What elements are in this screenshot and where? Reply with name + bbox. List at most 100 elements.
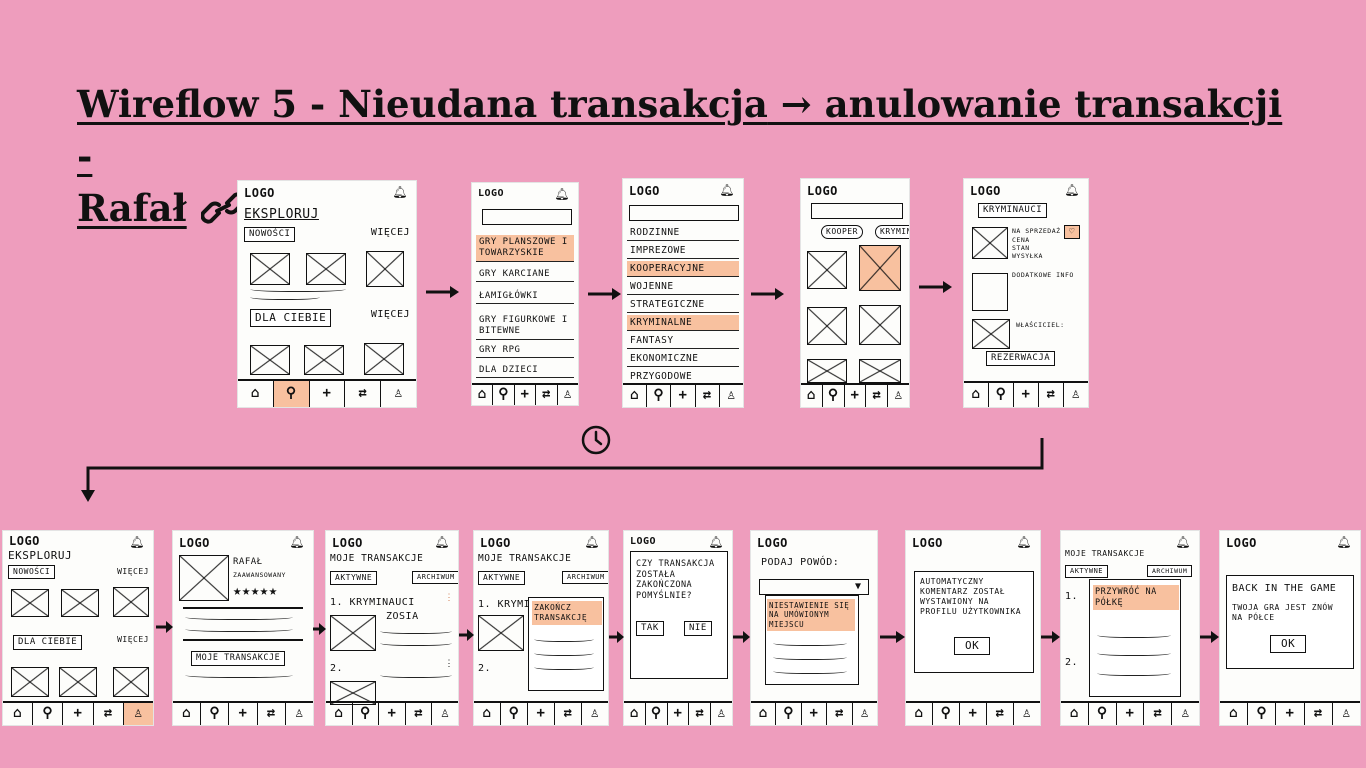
more-link[interactable]: WIĘCEJ — [117, 567, 149, 576]
plus-icon[interactable]: + — [515, 385, 537, 405]
swap-arrows-icon[interactable]: ⇄ — [555, 703, 582, 725]
home-icon[interactable]: ⌂ — [801, 385, 823, 407]
search-icon[interactable]: ⚲ — [776, 703, 802, 725]
reason-select[interactable] — [759, 579, 869, 595]
ok-button[interactable]: OK — [954, 637, 991, 655]
swap-arrows-icon[interactable]: ⇄ — [689, 703, 712, 725]
new-tab[interactable]: NOWOŚCI — [8, 565, 56, 579]
profile-icon[interactable]: ♙ — [717, 705, 727, 722]
image-placeholder-selected[interactable] — [859, 245, 901, 291]
tab-archive[interactable]: ARCHIWUM — [1147, 565, 1193, 578]
swap-arrows-icon[interactable]: ⇄ — [536, 385, 558, 405]
tab-active[interactable]: AKTYWNE — [1065, 565, 1109, 578]
swap-arrows-icon[interactable]: ⇄ — [258, 703, 286, 725]
search-icon[interactable]: ⚲ — [1089, 703, 1117, 725]
genre-item[interactable]: STRATEGICZNE — [627, 297, 739, 313]
swap-arrows-icon[interactable]: ⇄ — [345, 381, 382, 407]
profile-icon[interactable]: ♙ — [894, 387, 904, 404]
profile-icon[interactable]: ♙ — [1071, 386, 1081, 403]
tab-active[interactable]: AKTYWNE — [478, 571, 526, 585]
category-item[interactable]: GRY KARCIANE — [476, 267, 574, 283]
filter-chip[interactable]: KRYMIN — [875, 225, 909, 239]
home-icon[interactable]: ⌂ — [238, 381, 274, 407]
profile-icon[interactable]: ♙ — [294, 705, 304, 722]
restore-option[interactable]: PRZYWRÓĆ NA PÓŁKĘ — [1093, 585, 1179, 611]
plus-icon[interactable]: + — [802, 703, 828, 725]
no-button[interactable]: NIE — [684, 621, 712, 637]
category-item[interactable]: GRY RPG — [476, 343, 574, 359]
swap-arrows-icon[interactable]: ⇄ — [827, 703, 853, 725]
genre-item[interactable]: WOJENNE — [627, 279, 739, 295]
tab-active[interactable]: AKTYWNE — [330, 571, 378, 585]
more-options-icon[interactable]: ⋮ — [444, 659, 454, 669]
home-icon[interactable]: ⌂ — [326, 703, 353, 725]
plus-icon[interactable]: + — [1276, 703, 1305, 725]
home-icon[interactable]: ⌂ — [624, 703, 646, 725]
swap-arrows-icon[interactable]: ⇄ — [987, 703, 1014, 725]
swap-arrows-icon[interactable]: ⇄ — [696, 385, 720, 407]
search-icon[interactable]: ⚲ — [646, 703, 668, 725]
home-icon[interactable]: ⌂ — [1220, 703, 1249, 725]
genre-item[interactable]: RODZINNE — [627, 225, 739, 241]
profile-icon[interactable]: ♙ — [860, 705, 870, 722]
swap-arrows-icon[interactable]: ⇄ — [1039, 383, 1064, 407]
profile-icon[interactable]: ♙ — [1181, 705, 1191, 722]
home-icon[interactable]: ⌂ — [3, 703, 34, 725]
more-link[interactable]: WIĘCEJ — [370, 227, 410, 238]
home-icon[interactable]: ⌂ — [906, 703, 933, 725]
plus-icon[interactable]: + — [845, 385, 867, 407]
plus-icon[interactable]: + — [379, 703, 406, 725]
filter-chip[interactable]: KOOPER — [821, 225, 863, 239]
reserve-button[interactable]: REZERWACJA — [986, 351, 1056, 367]
my-transactions-button[interactable]: MOJE TRANSAKCJE — [191, 651, 286, 666]
search-icon[interactable]: ⚲ — [933, 703, 960, 725]
plus-icon[interactable]: + — [63, 703, 94, 725]
genre-item[interactable]: EKONOMICZNE — [627, 351, 739, 367]
genre-item[interactable]: KOOPERACYJNE — [627, 261, 739, 277]
home-icon[interactable]: ⌂ — [751, 703, 777, 725]
more-link[interactable]: WIĘCEJ — [370, 309, 410, 320]
tab-archive[interactable]: ARCHIWUM — [412, 571, 458, 584]
category-item[interactable]: ŁAMIGŁÓWKI — [476, 289, 574, 305]
profile-icon[interactable]: ♙ — [563, 386, 573, 403]
home-icon[interactable]: ⌂ — [474, 703, 501, 725]
search-input[interactable] — [811, 203, 903, 219]
new-tab[interactable]: NOWOŚCI — [244, 227, 296, 243]
plus-icon[interactable]: + — [1117, 703, 1145, 725]
plus-icon[interactable]: + — [668, 703, 690, 725]
genre-item[interactable]: FANTASY — [627, 333, 739, 349]
profile-icon[interactable]: ♙ — [726, 387, 736, 404]
category-item[interactable]: GRY PLANSZOWE I TOWARZYSKIE — [476, 235, 574, 262]
end-transaction-option[interactable]: ZAKOŃCZ TRANSAKCJĘ — [532, 601, 602, 625]
search-icon[interactable]: ⚲ — [823, 385, 845, 407]
search-icon[interactable]: ⚲ — [989, 383, 1014, 407]
profile-icon[interactable]: ♙ — [1341, 705, 1351, 722]
swap-arrows-icon[interactable]: ⇄ — [94, 703, 124, 725]
swap-arrows-icon[interactable]: ⇄ — [866, 385, 889, 407]
home-icon[interactable]: ⌂ — [623, 385, 648, 407]
category-item[interactable]: GRY FIGURKOWE I BITEWNE — [476, 313, 574, 340]
yes-button[interactable]: TAK — [636, 621, 664, 637]
home-icon[interactable]: ⌂ — [1061, 703, 1089, 725]
for-you-tab[interactable]: DLA CIEBIE — [250, 309, 332, 327]
search-icon[interactable]: ⚲ — [201, 703, 230, 725]
swap-arrows-icon[interactable]: ⇄ — [1305, 703, 1333, 725]
search-input[interactable] — [629, 205, 739, 221]
search-icon[interactable]: ⚲ — [501, 703, 528, 725]
tab-archive[interactable]: ARCHIWUM — [562, 571, 608, 584]
search-icon[interactable]: ⚲ — [273, 381, 310, 407]
search-icon[interactable]: ⚲ — [33, 703, 64, 725]
plus-icon[interactable]: + — [1014, 383, 1039, 407]
more-link[interactable]: WIĘCEJ — [117, 635, 149, 644]
ok-button[interactable]: OK — [1270, 635, 1307, 653]
profile-icon[interactable]: ♙ — [1022, 705, 1032, 722]
genre-item[interactable]: KRYMINALNE — [627, 315, 739, 331]
swap-arrows-icon[interactable]: ⇄ — [1144, 703, 1173, 725]
profile-icon[interactable]: ♙ — [590, 705, 600, 722]
home-icon[interactable]: ⌂ — [964, 383, 989, 407]
plus-icon[interactable]: + — [229, 703, 258, 725]
search-icon[interactable]: ⚲ — [493, 385, 515, 405]
chevron-down-icon[interactable]: ▼ — [855, 581, 862, 592]
heart-icon[interactable]: ♡ — [1064, 225, 1080, 239]
search-icon[interactable]: ⚲ — [647, 385, 672, 407]
